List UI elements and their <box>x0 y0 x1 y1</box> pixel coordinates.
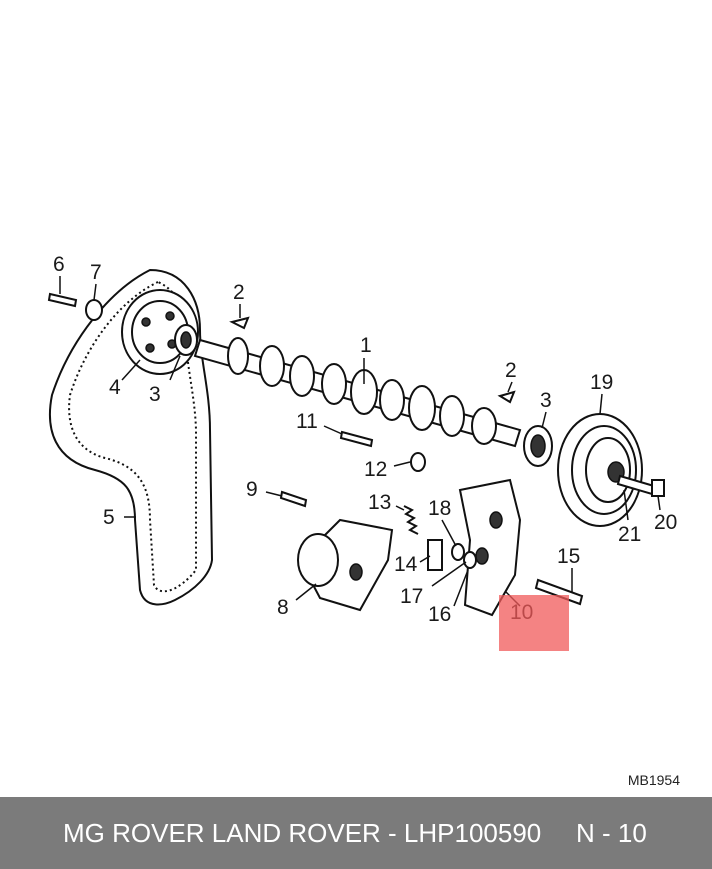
callout-6: 6 <box>53 253 65 276</box>
callout-2-right: 2 <box>505 359 517 382</box>
callout-11: 11 <box>296 410 318 433</box>
camshaft <box>193 337 522 448</box>
woodruff-key-right <box>497 390 516 404</box>
bolt-9 <box>279 490 308 508</box>
callout-20: 20 <box>654 511 677 534</box>
highlight-marker <box>499 595 569 651</box>
washer-17 <box>463 551 477 569</box>
diagram-ref-code: MB1954 <box>627 772 680 788</box>
pulley-bolt-head <box>651 479 665 497</box>
bolt-11 <box>339 430 374 448</box>
leader-lines <box>59 276 661 607</box>
footer-page: N - 10 <box>576 818 647 848</box>
washer <box>85 299 103 321</box>
callout-14: 14 <box>394 553 418 576</box>
callout-2-left: 2 <box>233 281 245 304</box>
washer-18 <box>451 543 465 561</box>
bush <box>427 539 443 571</box>
callout-8: 8 <box>277 596 289 619</box>
oil-seal-left <box>174 324 198 356</box>
callout-19: 19 <box>590 371 613 394</box>
tensioner-assembly <box>297 518 394 612</box>
sprocket-bolt <box>47 292 78 308</box>
callout-3-left: 3 <box>149 383 161 406</box>
exploded-view-svg: 1 2 2 3 3 4 5 6 7 8 9 10 11 12 13 14 15 … <box>47 253 677 626</box>
callout-16: 16 <box>428 603 451 626</box>
diagram-canvas: 1 2 2 3 3 4 5 6 7 8 9 10 11 12 13 14 15 … <box>47 253 677 626</box>
oil-seal-right <box>523 425 553 467</box>
callout-13: 13 <box>368 491 391 514</box>
footer-title: MG ROVER LAND ROVER - LHP100590 <box>63 818 542 848</box>
callout-1: 1 <box>360 334 372 357</box>
pulley <box>557 413 643 527</box>
woodruff-key-left <box>229 316 250 330</box>
washer-12 <box>410 452 426 472</box>
callout-12: 12 <box>364 458 387 481</box>
callout-3-right: 3 <box>540 389 552 412</box>
footer-bar: MG ROVER LAND ROVER - LHP100590 N - 10 <box>0 797 712 869</box>
stud <box>534 578 584 606</box>
callout-4: 4 <box>109 376 121 399</box>
callout-18: 18 <box>428 497 451 520</box>
callout-7: 7 <box>90 261 102 284</box>
callout-21: 21 <box>618 523 641 546</box>
callout-9: 9 <box>246 478 258 501</box>
spring <box>403 505 419 535</box>
callout-17: 17 <box>400 585 423 608</box>
callout-15: 15 <box>557 545 580 568</box>
callout-5: 5 <box>103 506 115 529</box>
